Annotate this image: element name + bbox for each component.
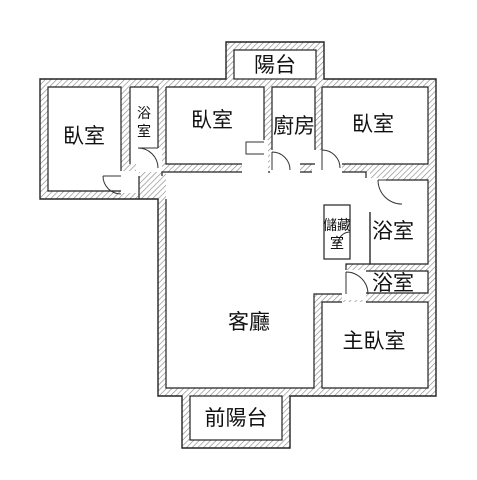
label-storage-top: 儲藏: [323, 218, 351, 234]
living-outline: [138, 171, 371, 389]
label-bath-right: 浴室: [372, 219, 414, 243]
wall-hatch: [40, 42, 436, 448]
door-bath-master: [345, 271, 369, 295]
kitchen-outline: [271, 86, 316, 165]
walls: [39, 41, 437, 449]
label-bath-master: 浴室: [372, 271, 414, 295]
door-kitchen: [271, 151, 291, 171]
label-living: 客廳: [228, 310, 270, 334]
front-balcony-outline: [189, 395, 283, 441]
bedroom-left-outline: [47, 86, 122, 192]
label-balcony: 陽台: [254, 53, 296, 77]
bath-small-outline: [129, 86, 159, 164]
label-bedroom-left: 臥室: [63, 124, 105, 148]
label-front-balcony: 前陽台: [205, 406, 268, 430]
bedroom-middle-outline: [165, 86, 265, 165]
label-bedroom-middle: 臥室: [191, 108, 233, 132]
room-labels: 陽台 臥室 浴 室 臥室 廚房 臥室 儲藏 室 浴室 浴室 客廳 主臥室 前陽台: [63, 53, 414, 430]
master-bedroom-outline: [321, 301, 429, 389]
door-bath-right: [377, 179, 403, 205]
label-bedroom-right: 臥室: [352, 112, 394, 136]
door-storage: [337, 231, 351, 245]
door-bedroom-right: [321, 149, 341, 170]
label-bath-small-bottom: 室: [137, 123, 151, 140]
bath-master-outline: [366, 270, 429, 294]
label-bath-small-top: 浴: [137, 106, 151, 122]
door-bedroom-left: [102, 175, 122, 195]
outer-wall-outline: [39, 41, 437, 449]
label-master-bedroom: 主臥室: [343, 329, 406, 353]
bedroom-right-outline: [321, 86, 429, 165]
label-kitchen: 廚房: [273, 114, 315, 138]
balcony-outline: [233, 49, 317, 80]
label-storage-bottom: 室: [330, 235, 344, 252]
door-bath-small: [137, 147, 159, 169]
door-bedroom-middle: [245, 141, 264, 155]
